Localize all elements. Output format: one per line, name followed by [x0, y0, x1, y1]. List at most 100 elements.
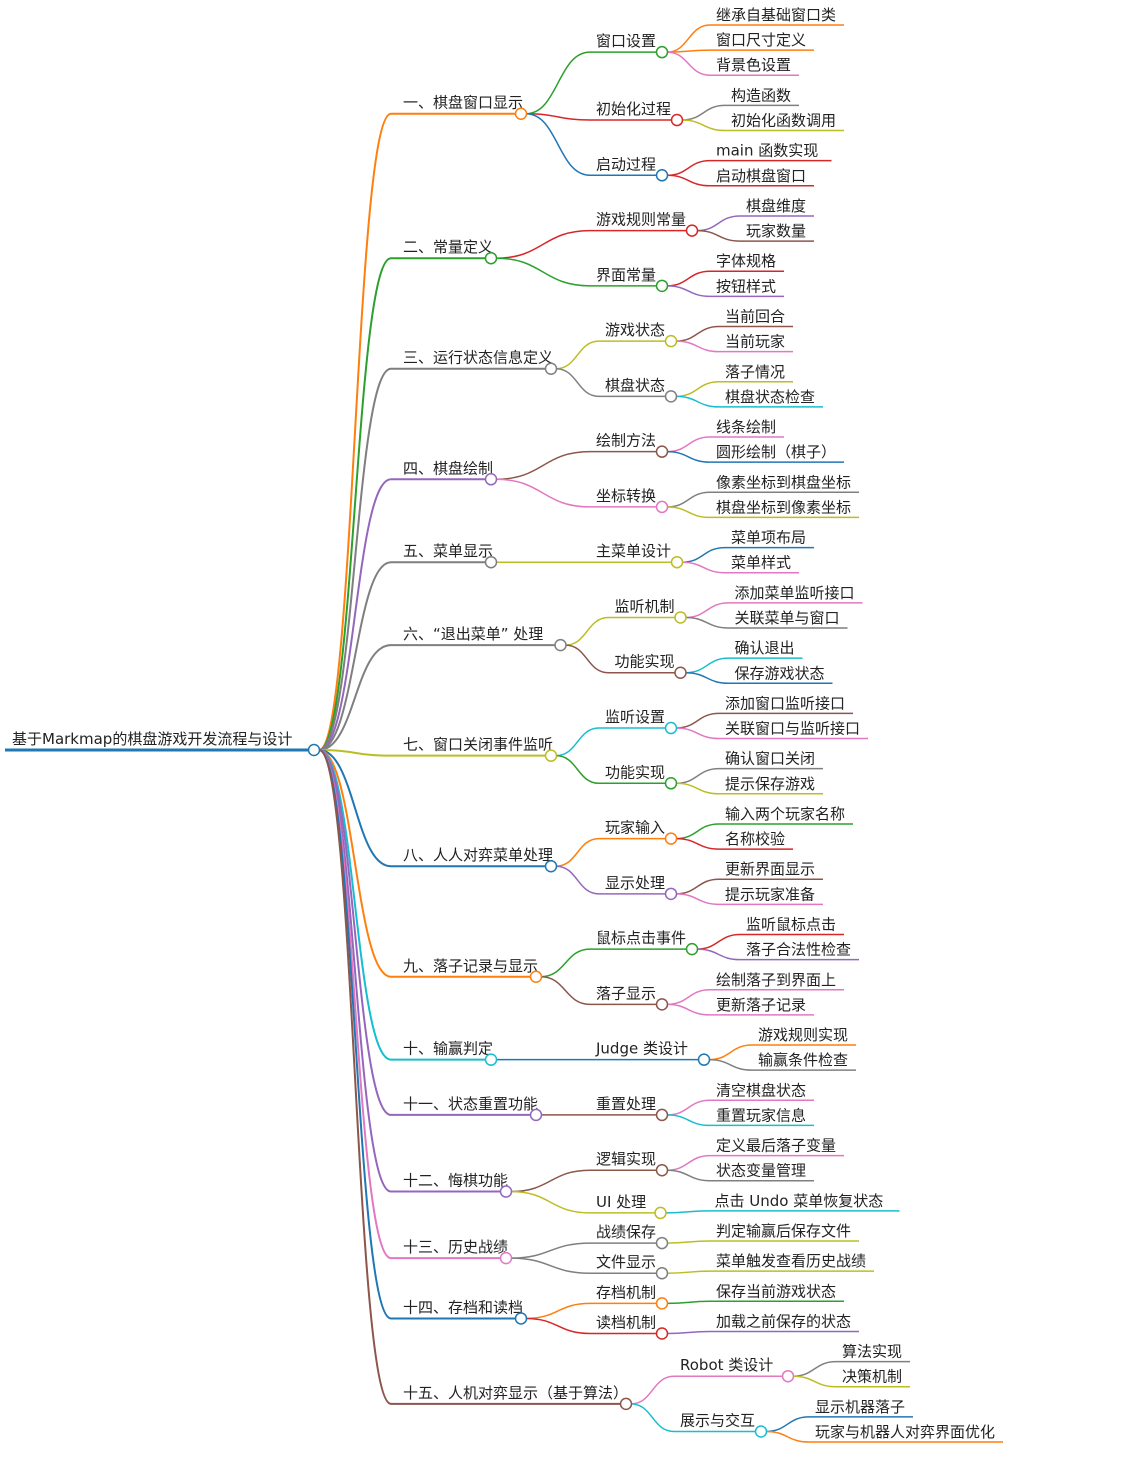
- sub-node[interactable]: [664, 334, 678, 348]
- branch-label-7: 七、窗口关闭事件监听: [403, 736, 553, 754]
- sub-label: 初始化过程: [596, 100, 671, 118]
- leaf-label: 监听鼠标点击: [746, 915, 836, 933]
- sub-node[interactable]: [754, 1425, 768, 1438]
- branch-node-12[interactable]: [499, 1185, 513, 1198]
- leaf-label: 当前回合: [725, 307, 785, 325]
- sub-node[interactable]: [664, 390, 678, 403]
- sub-node[interactable]: [655, 1163, 669, 1177]
- leaf-label: 确认退出: [735, 639, 795, 657]
- leaf-link: [666, 506, 711, 519]
- sub-node[interactable]: [781, 1369, 795, 1383]
- sub-link: [555, 340, 600, 370]
- branch-label-8: 八、人人对弈菜单处理: [403, 846, 553, 864]
- sub-node[interactable]: [655, 500, 669, 514]
- branch-node-14[interactable]: [514, 1312, 528, 1325]
- sub-node[interactable]: [664, 721, 678, 735]
- sub-label: UI 处理: [596, 1193, 646, 1211]
- sub-label: 展示与交互: [680, 1411, 755, 1429]
- sub-node[interactable]: [664, 887, 678, 901]
- branch-node-9[interactable]: [529, 970, 543, 984]
- sub-label: 绘制方法: [596, 432, 656, 450]
- branch-node-5[interactable]: [484, 555, 498, 569]
- sub-label: 棋盘状态: [605, 376, 665, 394]
- sub-link: [525, 1302, 591, 1320]
- branch-node-6[interactable]: [554, 638, 567, 652]
- sub-node[interactable]: [655, 1266, 669, 1280]
- sub-label: 存档机制: [596, 1283, 656, 1301]
- leaf-link: [681, 104, 726, 121]
- sub-link: [525, 51, 591, 115]
- sub-node[interactable]: [664, 777, 678, 790]
- branch-link: [318, 749, 392, 1320]
- sub-node[interactable]: [655, 1327, 669, 1340]
- sub-label: 功能实现: [605, 763, 665, 781]
- sub-label: 战绩保存: [596, 1223, 656, 1241]
- leaf-label: 更新界面显示: [725, 860, 815, 878]
- branch-label-3: 三、运行状态信息定义: [403, 349, 553, 367]
- leaf-link: [685, 602, 729, 619]
- sub-node[interactable]: [664, 832, 678, 845]
- sub-node[interactable]: [655, 169, 669, 182]
- sub-label: 主菜单设计: [596, 542, 671, 560]
- branch-link: [318, 749, 392, 1116]
- sub-node[interactable]: [685, 224, 699, 237]
- leaf-link: [675, 712, 720, 729]
- sub-node[interactable]: [655, 279, 669, 293]
- branch-node-7[interactable]: [544, 749, 558, 762]
- sub-node[interactable]: [655, 1297, 669, 1310]
- leaf-link: [765, 1430, 810, 1443]
- leaf-label: 继承自基础窗口类: [716, 6, 836, 24]
- leaf-link: [666, 436, 711, 453]
- branch-label-13: 十三、历史战绩: [403, 1238, 508, 1256]
- sub-node[interactable]: [655, 45, 669, 59]
- leaf-link: [666, 174, 711, 187]
- branch-node-1[interactable]: [514, 107, 528, 120]
- branch-node-3[interactable]: [544, 362, 558, 375]
- sub-link: [495, 478, 591, 508]
- sub-node[interactable]: [674, 666, 687, 679]
- leaf-label: 关联窗口与监听接口: [725, 720, 860, 738]
- branch-node-8[interactable]: [544, 859, 558, 873]
- leaf-link: [666, 1154, 711, 1171]
- leaf-label: 当前玩家: [725, 333, 785, 351]
- sub-node[interactable]: [655, 998, 669, 1011]
- sub-node[interactable]: [685, 942, 699, 956]
- leaf-label: 提示玩家准备: [725, 885, 815, 903]
- leaf-label: 棋盘坐标到像素坐标: [716, 498, 851, 516]
- branch-label-2: 二、常量定义: [403, 238, 493, 256]
- leaf-label: 添加菜单监听接口: [735, 584, 855, 602]
- branch-node-2[interactable]: [484, 251, 498, 265]
- branch-node-11[interactable]: [529, 1108, 543, 1122]
- sub-label: 玩家输入: [605, 819, 665, 837]
- sub-node[interactable]: [670, 113, 684, 127]
- sub-node[interactable]: [654, 1206, 667, 1220]
- leaf-link: [675, 837, 720, 850]
- sub-label: 鼠标点击事件: [596, 929, 686, 947]
- branch-link: [318, 257, 392, 751]
- sub-node[interactable]: [655, 1236, 669, 1250]
- sub-node[interactable]: [655, 1108, 669, 1122]
- branch-node-15[interactable]: [619, 1397, 633, 1411]
- leaf-label: 落子情况: [725, 363, 785, 381]
- mindmap-nodes: 基于Markmap的棋盘游戏开发流程与设计一、棋盘窗口显示窗口设置继承自基础窗口…: [12, 6, 995, 1441]
- leaf-link: [666, 450, 711, 463]
- sub-node[interactable]: [674, 611, 687, 624]
- sub-label: 监听机制: [615, 597, 675, 615]
- root-node[interactable]: [307, 743, 321, 757]
- sub-label: 显示处理: [605, 874, 665, 892]
- leaf-link: [681, 119, 726, 132]
- sub-node[interactable]: [697, 1053, 711, 1066]
- branch-node-10[interactable]: [484, 1053, 498, 1066]
- leaf-link: [666, 1270, 711, 1274]
- leaf-link: [666, 1003, 711, 1016]
- branch-node-4[interactable]: [484, 473, 498, 486]
- sub-node[interactable]: [670, 555, 684, 569]
- sub-link: [555, 865, 600, 895]
- sub-label: 落子显示: [596, 984, 656, 1002]
- sub-link: [510, 1257, 591, 1274]
- sub-node[interactable]: [655, 445, 669, 458]
- leaf-link: [696, 933, 741, 950]
- branch-node-13[interactable]: [499, 1251, 513, 1265]
- leaf-label: 绘制落子到界面上: [716, 971, 836, 989]
